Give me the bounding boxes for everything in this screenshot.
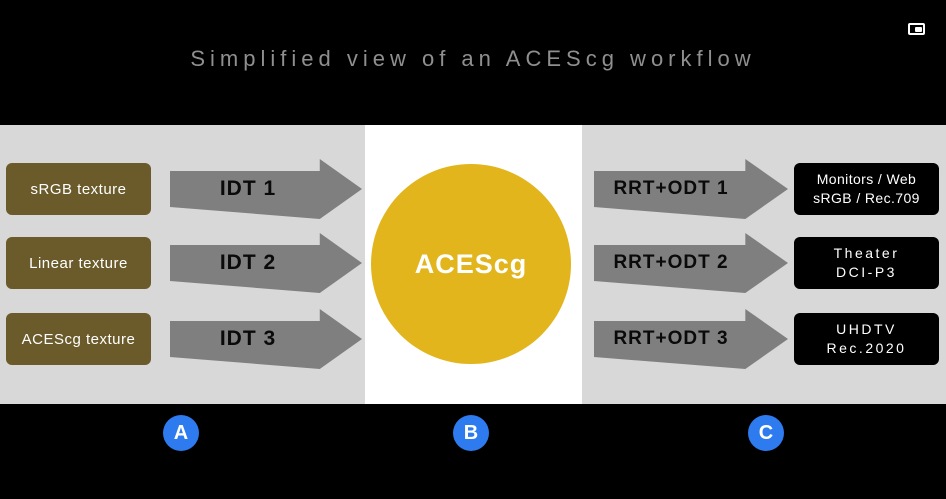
idt-arrow-1-label: IDT 1 — [219, 177, 277, 200]
output-target-monitors-line2: sRGB / Rec.709 — [813, 190, 920, 206]
input-texture-box-linear: Linear texture — [6, 237, 151, 289]
idt-arrow-1: IDT 1 — [170, 159, 362, 219]
output-target-monitors-line1: Monitors / Web — [816, 171, 917, 188]
output-target-theater: Theater DCI-P3 — [794, 237, 939, 289]
output-target-uhdtv-line1: UHDTV — [836, 321, 897, 338]
rrt-odt-arrow-1-label: RRT+ODT 1 — [613, 178, 729, 199]
idt-arrow-2: IDT 2 — [170, 233, 362, 293]
rrt-odt-arrow-2-label: RRT+ODT 2 — [613, 252, 729, 273]
rrt-odt-arrow-3: RRT+ODT 3 — [594, 309, 788, 369]
rrt-odt-arrow-3-label: RRT+ODT 3 — [613, 328, 729, 349]
screen-overlay-icon-fill — [915, 27, 922, 32]
idt-arrow-3: IDT 3 — [170, 309, 362, 369]
diagram-band: sRGB texture IDT 1 Linear texture IDT 2 … — [0, 125, 946, 404]
page-title: Simplified view of an ACEScg workflow — [190, 46, 756, 71]
output-section: RRT+ODT 1 Monitors / Web sRGB / Rec.709 … — [582, 125, 946, 404]
output-target-uhdtv-line2: Rec.2020 — [826, 340, 907, 356]
section-marker-c: C — [748, 415, 784, 451]
input-texture-box-acescg: ACEScg texture — [6, 313, 151, 365]
rrt-odt-arrow-2: RRT+ODT 2 — [594, 233, 788, 293]
acescg-core-circle: ACEScg — [371, 164, 571, 364]
core-section: ACEScg — [365, 125, 582, 404]
input-section: sRGB texture IDT 1 Linear texture IDT 2 … — [0, 125, 365, 404]
idt-arrow-2-label: IDT 2 — [219, 251, 277, 274]
idt-arrow-3-label: IDT 3 — [219, 327, 277, 350]
screen-overlay-icon[interactable] — [908, 23, 925, 35]
rrt-odt-arrow-1: RRT+ODT 1 — [594, 159, 788, 219]
acescg-core-label: ACEScg — [414, 248, 528, 279]
section-marker-b: B — [453, 415, 489, 451]
input-texture-box-srgb: sRGB texture — [6, 163, 151, 215]
output-target-theater-line2: DCI-P3 — [836, 264, 897, 280]
output-target-uhdtv: UHDTV Rec.2020 — [794, 313, 939, 365]
section-marker-a: A — [163, 415, 199, 451]
output-target-monitors: Monitors / Web sRGB / Rec.709 — [794, 163, 939, 215]
output-target-theater-line1: Theater — [833, 245, 900, 262]
